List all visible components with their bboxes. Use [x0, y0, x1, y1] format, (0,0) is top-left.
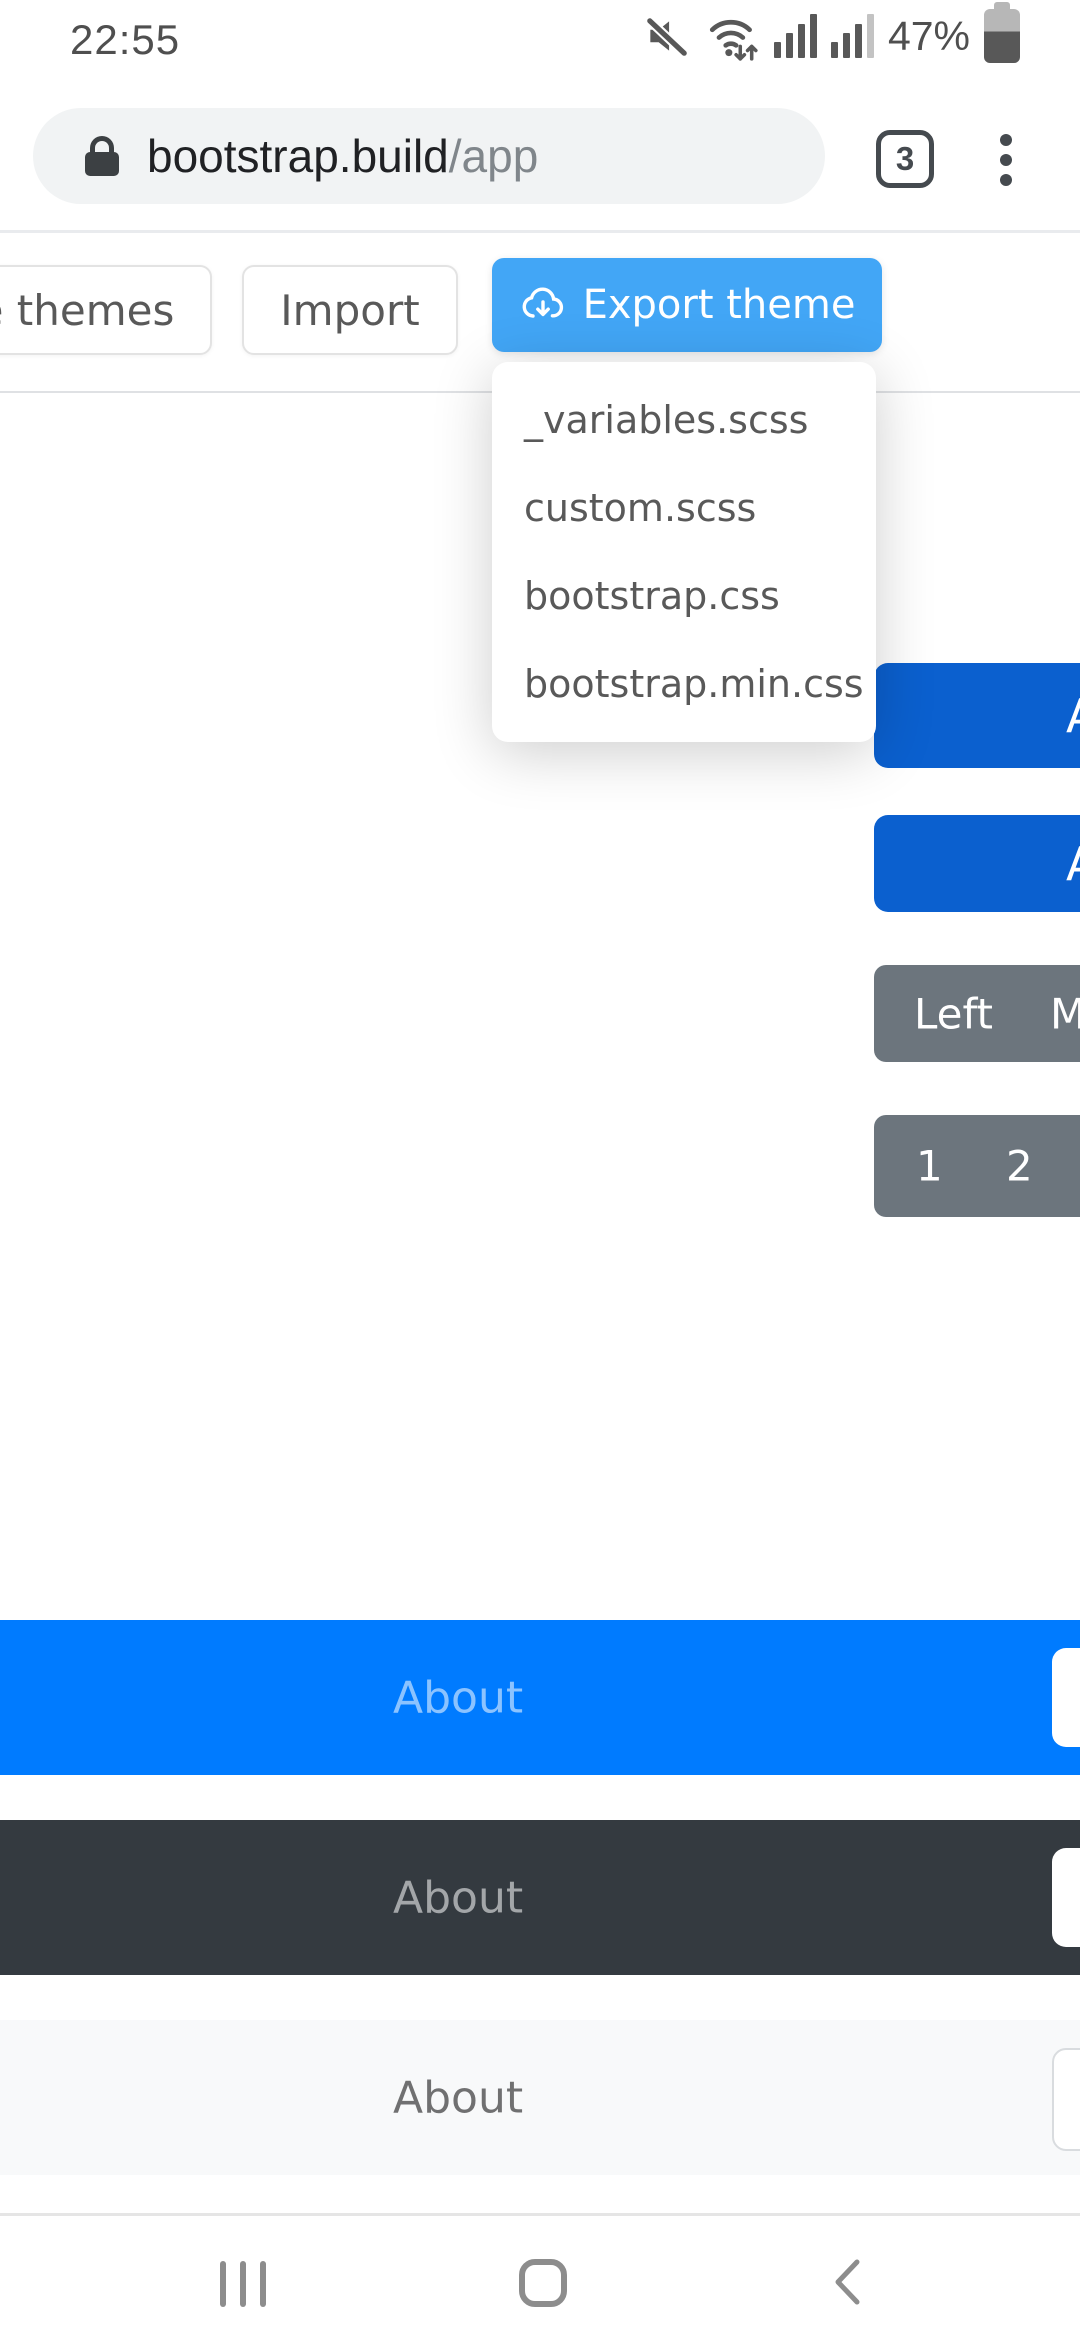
home-icon[interactable] — [519, 2259, 567, 2307]
signal-bars-2-icon — [830, 14, 874, 58]
lock-icon — [85, 136, 119, 176]
status-bar: 22:55 47% — [0, 0, 1080, 72]
preview-primary-button-1[interactable]: A — [874, 663, 1080, 768]
browser-toolbar: bootstrap.build/app 3 — [0, 72, 1080, 234]
wifi-arrows-icon — [709, 19, 758, 61]
button-group-left[interactable]: Left — [914, 989, 994, 1038]
back-icon[interactable] — [828, 2256, 868, 2308]
recents-icon[interactable] — [220, 2261, 266, 2307]
url-bar[interactable]: bootstrap.build/app — [33, 108, 825, 204]
navbar-search-input[interactable] — [1052, 1648, 1080, 1747]
menu-item-bootstrap-css[interactable]: bootstrap.css — [524, 574, 780, 618]
preview-button-group[interactable]: Left M — [874, 965, 1080, 1062]
export-dropdown-menu: _variables.scss custom.scss bootstrap.cs… — [492, 362, 876, 742]
toolbar-divider — [0, 230, 1080, 233]
battery-percent: 47% — [887, 12, 970, 59]
system-nav-bar — [0, 2213, 1080, 2340]
navbar-search-input[interactable] — [1052, 1848, 1080, 1947]
menu-item-bootstrap-min-css[interactable]: bootstrap.min.css — [524, 662, 864, 706]
cloud-download-icon — [522, 287, 563, 318]
menu-item-custom-scss[interactable]: custom.scss — [524, 486, 757, 530]
navbar-link-about[interactable]: About — [393, 2072, 524, 2123]
export-theme-button[interactable]: Export theme — [492, 258, 882, 352]
import-button[interactable]: Import — [242, 265, 458, 355]
url-text: bootstrap.build/app — [147, 130, 539, 182]
navbar-link-about[interactable]: About — [393, 1672, 524, 1723]
browse-themes-button[interactable]: e themes — [0, 265, 212, 355]
navbar-link-about[interactable]: About — [393, 1872, 524, 1923]
preview-navbar-primary: About — [0, 1620, 1080, 1775]
preview-pagination[interactable]: 1 2 — [874, 1115, 1080, 1217]
navbar-search-input[interactable] — [1052, 2048, 1080, 2151]
menu-item-variables-scss[interactable]: _variables.scss — [524, 398, 809, 442]
signal-bars-icon — [773, 14, 817, 58]
preview-navbar-dark: About — [0, 1820, 1080, 1975]
kebab-menu-icon[interactable] — [1000, 134, 1012, 186]
clock: 22:55 — [70, 16, 181, 63]
preview-primary-button-2[interactable]: A — [874, 815, 1080, 912]
preview-navbar-light: About — [0, 2020, 1080, 2175]
tab-counter[interactable]: 3 — [876, 130, 934, 188]
page-item-2[interactable]: 2 — [1006, 1141, 1033, 1191]
page-item-1[interactable]: 1 — [916, 1141, 943, 1191]
mute-icon — [644, 15, 689, 59]
button-group-middle[interactable]: M — [1050, 989, 1080, 1038]
battery-icon — [984, 2, 1020, 63]
